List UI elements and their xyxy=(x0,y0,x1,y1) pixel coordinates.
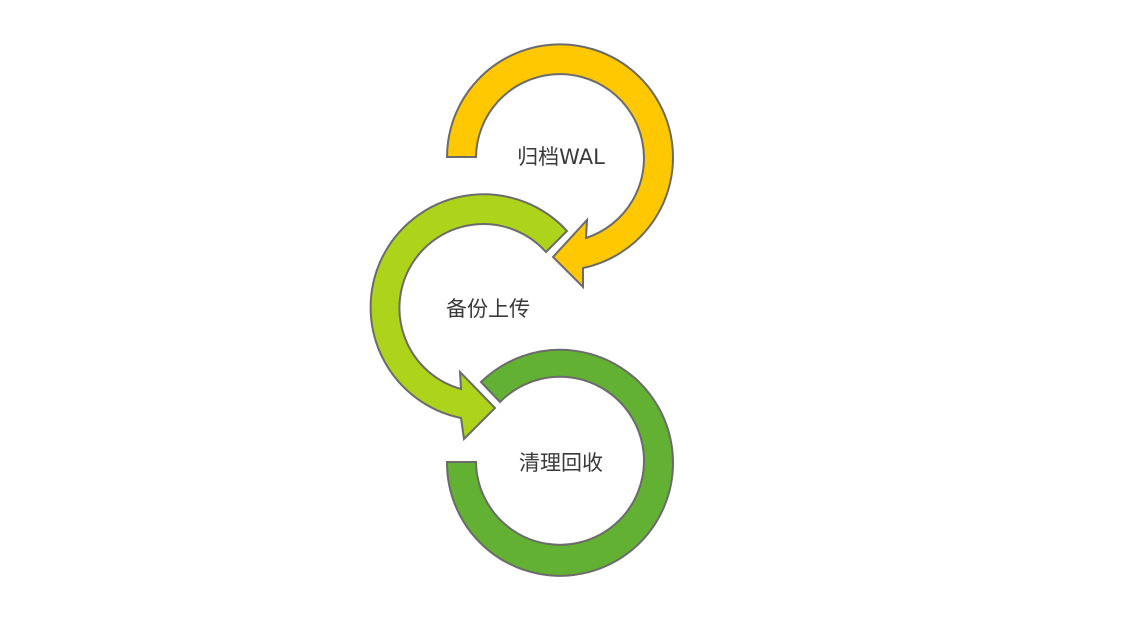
step-1-arrow xyxy=(445,43,674,290)
step-2-arrow xyxy=(369,193,569,442)
step-2-label: 备份上传 xyxy=(446,297,530,321)
step-1-label: 归档WAL xyxy=(517,145,605,169)
step-3-arrow xyxy=(445,348,674,577)
step-3-label: 清理回收 xyxy=(519,451,603,475)
